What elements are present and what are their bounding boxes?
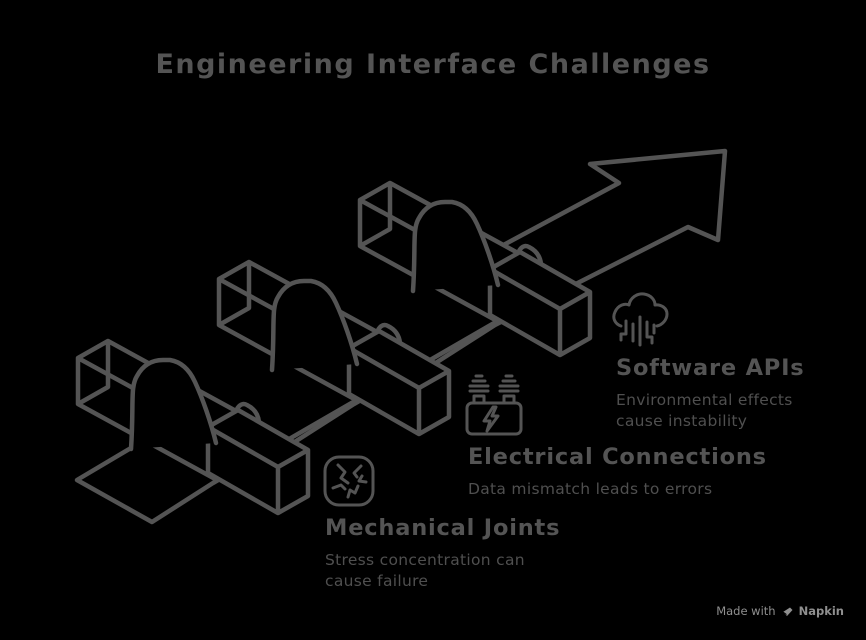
napkin-pen-icon bbox=[782, 607, 793, 616]
transformer-icon bbox=[465, 374, 523, 436]
bar-3-right bbox=[487, 249, 593, 358]
challenge-heading: Software APIs bbox=[616, 355, 805, 381]
challenge-heading: Electrical Connections bbox=[468, 444, 767, 470]
challenge-item-mechanical-joints: Mechanical Joints Stress concentration c… bbox=[318, 448, 588, 608]
challenge-heading: Mechanical Joints bbox=[325, 515, 561, 541]
napkin-watermark[interactable]: Made with Napkin bbox=[716, 603, 844, 619]
challenge-description: Environmental effects cause instability bbox=[616, 391, 793, 430]
bar-1-right bbox=[205, 407, 311, 516]
challenge-item-electrical-connections: Electrical Connections Data mismatch lea… bbox=[462, 370, 766, 510]
bar-2-right bbox=[346, 328, 452, 437]
hump-1 bbox=[128, 357, 219, 452]
cloud-circuit-icon bbox=[612, 292, 669, 347]
challenge-description: Stress concentration can cause failure bbox=[325, 551, 525, 590]
hump-2 bbox=[269, 278, 360, 373]
challenge-item-software-apis: Software APIs Environmental effects caus… bbox=[608, 288, 858, 438]
watermark-prefix: Made with bbox=[716, 604, 776, 618]
watermark-brand: Napkin bbox=[798, 604, 844, 618]
challenge-description: Data mismatch leads to errors bbox=[468, 480, 713, 498]
crack-icon bbox=[323, 455, 375, 507]
page-title: Engineering Interface Challenges bbox=[155, 49, 711, 80]
hump-3 bbox=[410, 199, 501, 294]
